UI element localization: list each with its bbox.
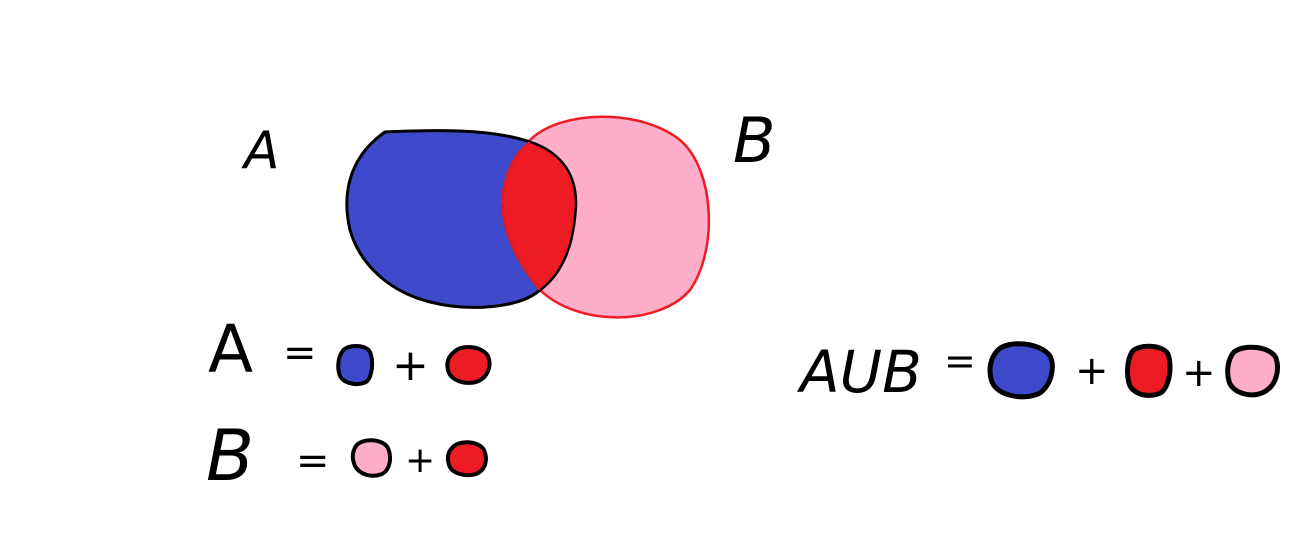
equation-union-red-swatch [1125, 343, 1173, 398]
equation-union-blue-swatch [987, 341, 1055, 400]
equation-a-red-swatch [445, 345, 492, 385]
equation-union-lhs: AUB [796, 338, 922, 406]
equation-union-plus-2: + [1182, 350, 1216, 396]
set-a-label: A [241, 121, 280, 181]
equation-a-lhs: A [208, 311, 253, 388]
set-b-label: B [733, 104, 776, 177]
equation-b-pink-swatch [350, 438, 392, 478]
equation-a: A = + [208, 311, 492, 391]
equation-b-plus: + [405, 440, 435, 481]
equation-b-equals: = [296, 438, 330, 484]
equation-a-plus: + [392, 340, 429, 391]
equation-b-lhs: B [206, 415, 254, 497]
equation-a-equals: = [283, 330, 317, 376]
equation-b: B = + [206, 415, 488, 497]
equation-union-pink-swatch [1225, 344, 1280, 398]
equation-union-equals: = [944, 339, 976, 383]
equation-union: AUB = + + [796, 338, 1280, 406]
equation-b-red-swatch [446, 440, 488, 478]
equation-union-plus-1: + [1075, 348, 1109, 394]
intersection-boundary-b [500, 141, 541, 291]
equation-a-blue-swatch [336, 344, 375, 386]
